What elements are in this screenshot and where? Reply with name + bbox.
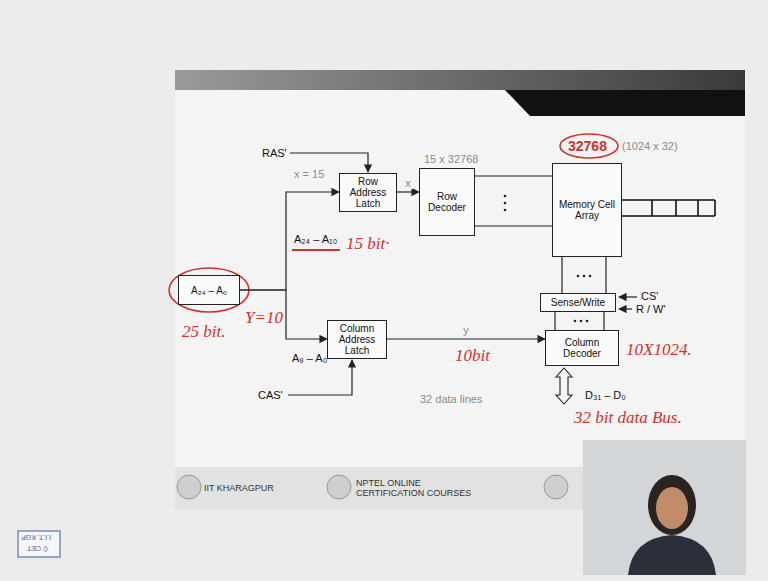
red-circle	[169, 268, 249, 312]
column-line	[605, 257, 606, 293]
connector	[387, 338, 545, 339]
annotation: 32768	[568, 138, 607, 154]
ellipsis-dot	[589, 275, 592, 278]
annotation: 10bit	[455, 346, 490, 366]
annotation: 25 bit.	[182, 322, 225, 342]
ellipsis-dot	[583, 275, 586, 278]
presenter-background	[583, 440, 746, 575]
cs-wire	[619, 296, 637, 297]
red-underline	[292, 249, 340, 251]
annotation: 32 bit data Bus.	[574, 408, 682, 428]
footer-logo	[544, 475, 568, 499]
address-range: A₉ – A₀	[292, 352, 327, 364]
row-sketch	[621, 200, 715, 216]
signal-name: CS'	[641, 290, 658, 302]
cas-wire	[288, 360, 352, 395]
slide-header-strip	[505, 90, 745, 116]
bus-label: 32 data lines	[420, 393, 482, 405]
memory-array-box: Memory Cell Array	[552, 163, 622, 257]
ellipsis-dot	[580, 320, 583, 323]
ellipsis-dot	[504, 195, 507, 198]
node-text: Row Decoder	[422, 191, 472, 213]
address-range: A₂₄ – A₁₀	[294, 233, 337, 245]
data-bus-arrow	[556, 368, 572, 404]
connector	[475, 175, 552, 176]
signal-name: CAS'	[258, 389, 283, 401]
node-text: Column Decoder	[548, 337, 616, 359]
decoder-box: Column Decoder	[545, 330, 619, 366]
ellipsis-dot	[574, 320, 577, 323]
footer-text: IIT KHARAGPUR	[204, 483, 274, 493]
bit-count: x = 15	[294, 168, 324, 180]
node-text: Column Address Latch	[330, 323, 384, 356]
address-box: A₂₄ – A₀	[178, 275, 240, 305]
presenter-thumbnail	[583, 440, 746, 575]
presenter-face	[656, 487, 688, 529]
slide-header-bar	[175, 70, 745, 90]
watermark-box	[18, 531, 60, 557]
signal-name: RAS'	[262, 147, 287, 159]
row-line	[474, 225, 553, 226]
ellipsis-dot	[504, 209, 507, 212]
iit-logo	[177, 475, 201, 499]
sense-write-box: Sense/Write	[540, 293, 616, 312]
data-range: D₃₁ – D₀	[585, 389, 626, 401]
dimension: (1024 x 32)	[622, 140, 678, 152]
connector	[554, 312, 555, 330]
connector	[397, 191, 419, 192]
column-line	[603, 312, 604, 330]
rw-wire	[619, 308, 632, 309]
node-text: Sense/Write	[551, 297, 605, 308]
annotation: 15 bit·	[346, 234, 389, 254]
connector	[240, 290, 327, 339]
ellipsis-dot	[577, 275, 580, 278]
ellipsis-dot	[586, 320, 589, 323]
latch-box: Column Address Latch	[327, 320, 387, 359]
annotation: 10X1024.	[626, 340, 692, 360]
annotation: Y=10	[245, 308, 283, 328]
footer-text: NPTEL ONLINE CERTIFICATION COURSES	[356, 478, 474, 498]
edge-label: y	[461, 324, 471, 336]
signal-name: R / W'	[636, 303, 666, 315]
node-text: Memory Cell Array	[555, 199, 619, 221]
nptel-logo	[327, 475, 351, 499]
connector	[240, 192, 339, 290]
presenter-body	[628, 535, 716, 575]
watermark: © CET	[27, 545, 48, 552]
presenter-hair	[648, 475, 696, 535]
red-circle	[560, 134, 618, 158]
connector	[561, 257, 562, 293]
dimension: 15 x 32768	[424, 153, 478, 165]
ellipsis-dot	[504, 202, 507, 205]
watermark: I.I.T. KGP	[21, 534, 51, 541]
node-text: Row Address Latch	[342, 176, 394, 209]
node-text: A₂₄ – A₀	[191, 285, 227, 296]
latch-box: Row Address Latch	[339, 173, 397, 212]
edge-label: x	[403, 177, 413, 189]
decoder-box: Row Decoder	[419, 168, 475, 236]
